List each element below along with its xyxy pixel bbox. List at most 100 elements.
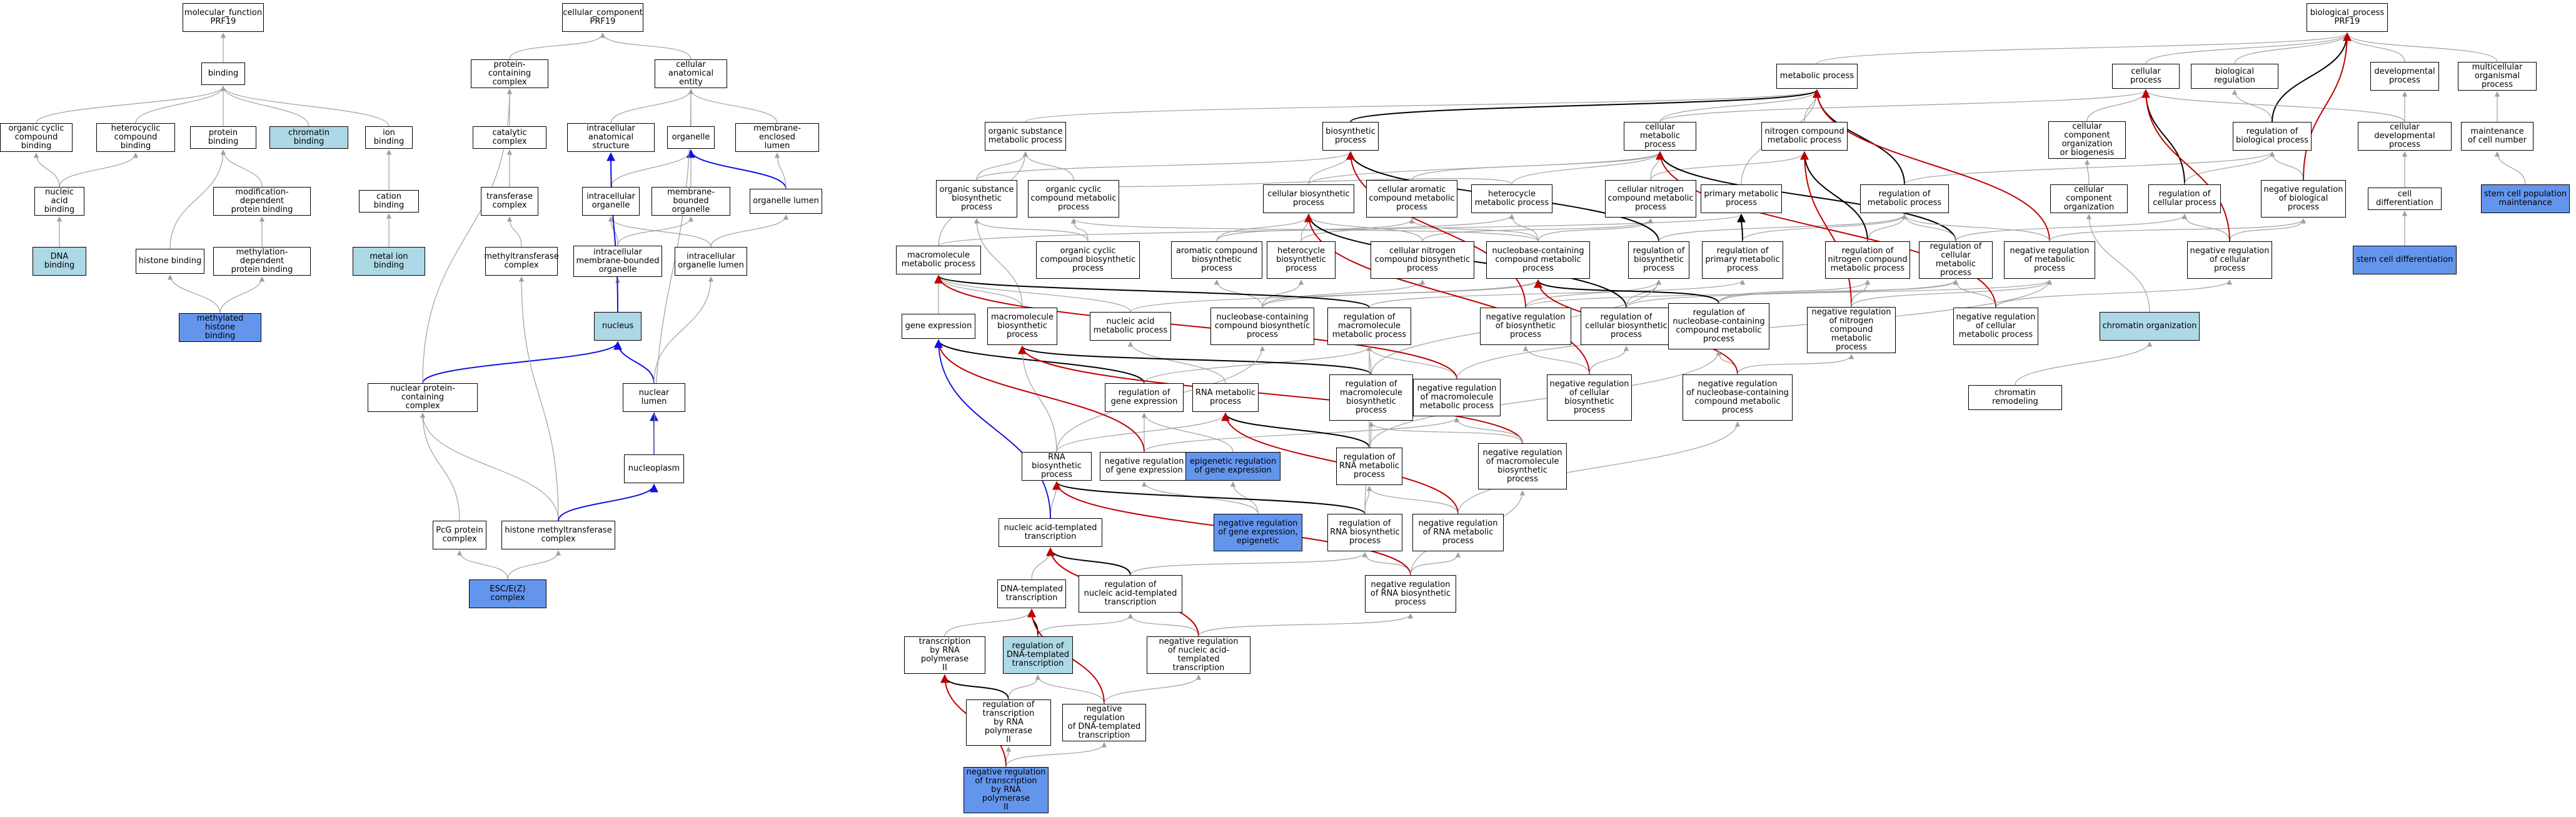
go-term-regulation-rna-metabolic[interactable]: regulation of RNA metabolic process: [1336, 448, 1402, 485]
go-term-regulation-macromolecule-biosynthetic[interactable]: regulation of macromolecule biosynthetic…: [1329, 374, 1413, 421]
go-term-nuclear-lumen[interactable]: nuclear lumen: [623, 383, 685, 412]
go-term-transcription-rna-pol[interactable]: transcription by RNA polymerase II: [904, 636, 985, 674]
go-term-negative-regulation-rna-metabolic[interactable]: negative regulation of RNA metabolic pro…: [1412, 514, 1504, 551]
go-term-cc-organization-biogenesis[interactable]: cellular component organization or bioge…: [2048, 121, 2126, 159]
go-term-mf[interactable]: molecular_function PRF19: [183, 3, 264, 32]
go-term-regulation-primary-metabolic[interactable]: regulation of primary metabolic process: [1702, 241, 1783, 279]
go-term-membrane-bounded-organelle[interactable]: membrane-bounded organelle: [652, 187, 730, 216]
go-term-protein-binding[interactable]: protein binding: [190, 126, 256, 149]
go-term-epigenetic-regulation[interactable]: epigenetic regulation of gene expression: [1185, 452, 1280, 481]
go-term-bp[interactable]: biological_process PRF19: [2307, 3, 2388, 32]
go-term-stem-cell-population-maintenance[interactable]: stem cell population maintenance: [2481, 184, 2570, 213]
go-term-heterocyclic-binding[interactable]: heterocyclic compound binding: [96, 123, 175, 152]
go-term-methylated-histone-binding[interactable]: methylated histone binding: [179, 313, 261, 342]
go-term-organic-substance-biosynthetic[interactable]: organic substance biosynthetic process: [936, 180, 1017, 218]
go-term-histone-binding[interactable]: histone binding: [136, 249, 204, 274]
go-term-catalytic-complex[interactable]: catalytic complex: [473, 126, 546, 149]
go-term-cellular-nitrogen-biosynthetic[interactable]: cellular nitrogen compound biosynthetic …: [1371, 241, 1474, 279]
go-term-regulation-nitrogen-metabolic[interactable]: regulation of nitrogen compound metaboli…: [1825, 241, 1910, 279]
go-term-heterocycle-biosynthetic[interactable]: heterocycle biosynthetic process: [1267, 241, 1336, 279]
go-term-metabolic-process[interactable]: metabolic process: [1776, 64, 1858, 89]
go-term-metal-ion-binding[interactable]: metal ion binding: [353, 247, 425, 276]
go-term-rna-biosynthetic[interactable]: RNA biosynthetic process: [1022, 452, 1092, 481]
go-term-chromatin-remodeling[interactable]: chromatin remodeling: [1968, 385, 2062, 410]
go-term-nuclear-protein-complex[interactable]: nuclear protein-containing complex: [368, 383, 478, 412]
go-term-negative-regulation-gene-expression[interactable]: negative regulation of gene expression: [1100, 452, 1189, 481]
go-term-negative-regulation-rna-biosynthetic[interactable]: negative regulation of RNA biosynthetic …: [1365, 575, 1456, 613]
go-term-esc-ez-complex[interactable]: ESC/E(Z) complex: [469, 579, 546, 608]
go-term-heterocycle-metabolic[interactable]: heterocycle metabolic process: [1471, 184, 1552, 213]
go-term-negative-regulation-metabolic[interactable]: negative regulation of metabolic process: [2004, 241, 2095, 279]
go-term-negative-regulation-macromolecule-metabolic[interactable]: negative regulation of macromolecule met…: [1413, 379, 1501, 416]
go-term-nucleic-acid-templated-transcription[interactable]: nucleic acid-templated transcription: [999, 518, 1102, 547]
go-term-cation-binding[interactable]: cation binding: [359, 190, 419, 213]
go-term-regulation-cellular-process[interactable]: regulation of cellular process: [2148, 184, 2221, 213]
go-term-intracellular-organelle-lumen[interactable]: intracellular organelle lumen: [675, 247, 747, 276]
go-term-negative-regulation-transcription-pol2[interactable]: negative regulation of transcription by …: [963, 767, 1049, 813]
go-term-maintenance-cell-number[interactable]: maintenance of cell number: [2461, 122, 2533, 151]
go-term-dna-templated-transcription[interactable]: DNA-templated transcription: [997, 579, 1066, 608]
go-term-methylation-dep-binding[interactable]: methylation-dependent protein binding: [213, 247, 311, 276]
go-term-chromatin-binding[interactable]: chromatin binding: [269, 126, 348, 149]
go-term-regulation-cellular-metabolic[interactable]: regulation of cellular metabolic process: [1919, 241, 1993, 279]
go-term-negative-regulation-macromolecule-biosynthetic[interactable]: negative regulation of macromolecule bio…: [1478, 443, 1567, 489]
go-term-cellular-aromatic-metabolic[interactable]: cellular aromatic compound metabolic pro…: [1366, 180, 1457, 218]
go-term-biosynthetic-process[interactable]: biosynthetic process: [1322, 122, 1379, 151]
go-term-protein-containing-complex[interactable]: protein-containing complex: [471, 59, 548, 88]
go-term-dna-binding[interactable]: DNA binding: [33, 247, 86, 276]
go-term-intracellular-anatomical-structure[interactable]: intracellular anatomical structure: [567, 123, 655, 152]
go-term-nucleoplasm[interactable]: nucleoplasm: [624, 454, 684, 483]
go-term-ion-binding[interactable]: ion binding: [365, 126, 413, 149]
go-term-nucleobase-metabolic[interactable]: nucleobase-containing compound metabolic…: [1486, 241, 1590, 279]
go-term-nitrogen-compound-metabolic[interactable]: nitrogen compound metabolic process: [1761, 122, 1848, 151]
go-term-cell-differentiation[interactable]: cell differentiation: [2368, 188, 2442, 210]
go-term-organic-cyclic-metabolic[interactable]: organic cyclic compound metabolic proces…: [1028, 180, 1119, 218]
go-term-mod-dep-protein-binding[interactable]: modification-dependent protein binding: [213, 187, 311, 216]
go-term-cellular-component-organization[interactable]: cellular component organization: [2050, 184, 2128, 213]
go-term-biological-regulation[interactable]: biological regulation: [2191, 64, 2278, 89]
go-term-negative-regulation-nitrogen[interactable]: negative regulation of nitrogen compound…: [1807, 307, 1896, 353]
go-term-regulation-macromolecule-metabolic[interactable]: regulation of macromolecule metabolic pr…: [1327, 308, 1411, 345]
go-term-multicellular-organismal-process[interactable]: multicellular organismal process: [2458, 62, 2537, 91]
go-term-organelle-lumen[interactable]: organelle lumen: [750, 189, 822, 214]
go-term-binding[interactable]: binding: [201, 63, 245, 85]
go-term-regulation-rna-biosynthetic[interactable]: regulation of RNA biosynthetic process: [1327, 514, 1402, 551]
go-term-regulation-na-templated-transcription[interactable]: regulation of nucleic acid-templated tra…: [1079, 575, 1182, 613]
go-term-negative-regulation-nucleobase-metabolic[interactable]: negative regulation of nucleobase-contai…: [1683, 374, 1793, 421]
go-term-pcg-complex[interactable]: PcG protein complex: [433, 521, 486, 549]
go-term-membrane-enclosed-lumen[interactable]: membrane-enclosed lumen: [735, 123, 819, 152]
go-term-cellular-biosynthetic[interactable]: cellular biosynthetic process: [1263, 184, 1354, 213]
go-term-regulation-metabolic[interactable]: regulation of metabolic process: [1860, 184, 1949, 213]
go-term-negative-regulation-cellular-metabolic[interactable]: negative regulation of cellular metaboli…: [1953, 308, 2038, 345]
go-term-intracellular-mb-organelle[interactable]: intracellular membrane-bounded organelle: [573, 246, 662, 277]
go-term-regulation-biological-process[interactable]: regulation of biological process: [2233, 122, 2312, 151]
go-term-negative-regulation-dna-templated[interactable]: negative regulation of DNA-templated tra…: [1062, 704, 1146, 741]
go-term-cellular-developmental-process[interactable]: cellular developmental process: [2358, 122, 2452, 151]
go-term-primary-metabolic[interactable]: primary metabolic process: [1701, 184, 1782, 213]
go-term-organic-substance-metabolic[interactable]: organic substance metabolic process: [985, 122, 1066, 151]
go-term-developmental-process[interactable]: developmental process: [2370, 62, 2439, 91]
go-term-gene-expression[interactable]: gene expression: [902, 314, 975, 339]
go-term-macromolecule-metabolic[interactable]: macromolecule metabolic process: [896, 246, 981, 274]
go-term-nucleus[interactable]: nucleus: [594, 312, 641, 341]
go-term-chromatin-organization[interactable]: chromatin organization: [2100, 312, 2200, 341]
go-term-cellular-anatomical-entity[interactable]: cellular anatomical entity: [655, 59, 727, 88]
go-term-negative-regulation-cellular-biosynthetic[interactable]: negative regulation of cellular biosynth…: [1547, 374, 1632, 421]
go-term-regulation-biosynthetic[interactable]: regulation of biosynthetic process: [1628, 241, 1689, 279]
go-term-regulation-dna-templated[interactable]: regulation of DNA-templated transcriptio…: [1003, 636, 1073, 674]
go-term-nucleic-acid-metabolic[interactable]: nucleic acid metabolic process: [1090, 312, 1171, 341]
go-term-cellular-process[interactable]: cellular process: [2112, 64, 2180, 89]
go-term-negative-regulation-na-templated[interactable]: negative regulation of nucleic acid-temp…: [1147, 636, 1250, 674]
go-term-methyltransferase-complex[interactable]: methyltransferase complex: [484, 247, 559, 276]
go-term-regulation-gene-expression[interactable]: regulation of gene expression: [1105, 383, 1184, 412]
go-term-regulation-nucleobase-metabolic[interactable]: regulation of nucleobase-containing comp…: [1668, 303, 1769, 349]
go-term-regulation-transcription-pol2[interactable]: regulation of transcription by RNA polym…: [966, 699, 1051, 746]
go-term-organic-cyclic-biosynthetic[interactable]: organic cyclic compound biosynthetic pro…: [1036, 241, 1140, 279]
go-term-cellular-nitrogen-metabolic[interactable]: cellular nitrogen compound metabolic pro…: [1605, 180, 1696, 218]
go-term-hmt-complex[interactable]: histone methyltransferase complex: [501, 521, 615, 549]
go-term-cellular-metabolic-process[interactable]: cellular metabolic process: [1624, 122, 1696, 151]
go-term-nucleic-acid-binding[interactable]: nucleic acid binding: [34, 187, 84, 216]
go-term-organelle[interactable]: organelle: [667, 126, 715, 149]
go-term-macromolecule-biosynthetic[interactable]: macromolecule biosynthetic process: [987, 308, 1057, 345]
go-term-transferase-complex[interactable]: transferase complex: [481, 187, 538, 216]
